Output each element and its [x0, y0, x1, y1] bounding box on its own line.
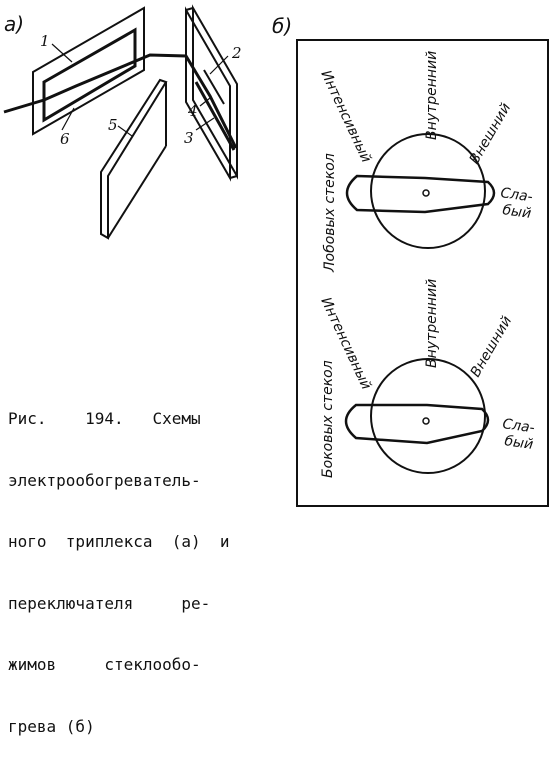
label-side-windows: Боковых стекол [320, 360, 336, 478]
glass-plate-1 [32, 6, 145, 136]
heating-wire [3, 53, 238, 149]
caption-line: ного триплекса (а) и [8, 532, 230, 551]
label-weak-bottom-1: Сла- [501, 416, 535, 436]
switch-knob [345, 174, 496, 214]
label-weak-top-2: бый [501, 202, 532, 222]
label-inner-top: Внутренний [424, 51, 440, 140]
knob-pivot [422, 417, 430, 425]
label-inner-bottom: Внутренний [424, 279, 440, 368]
callout-2: 2 [231, 44, 242, 62]
label-weak-top-1: Сла- [499, 185, 533, 205]
callout-1: 1 [40, 32, 50, 50]
caption-line: жимов стеклообо- [8, 655, 201, 674]
switch-panel-frame [296, 39, 549, 507]
switch-knob [344, 403, 490, 445]
conductor-3 [194, 81, 236, 151]
caption-line: грева (б) [8, 716, 95, 736]
glass-plate-2 [185, 4, 238, 182]
label-outer-top: Внешний [467, 101, 515, 167]
label-outer-bottom: Внешний [468, 314, 516, 380]
callout-5: 5 [108, 116, 118, 134]
switch-side-windows: Боковых стекол Интенсивный Внутренний Вн… [317, 279, 535, 478]
callout-4: 4 [187, 102, 198, 120]
switch-dial [370, 133, 486, 249]
label-intensive-top: Интенсивный [317, 68, 374, 165]
conductor-4 [203, 69, 225, 105]
caption-line: электрообогреватель- [8, 470, 201, 490]
leader-lines [51, 43, 229, 137]
switch-windshield: Лобовых стекол Интенсивный Внутренний Вн… [317, 51, 533, 273]
callout-3: 3 [184, 129, 194, 147]
figure-canvas: a) 1 2 3 4 5 6 б) [3, 4, 549, 507]
glass-plate-5 [100, 78, 168, 240]
label-windshield: Лобовых стекол [322, 153, 338, 273]
panel-b-label: б) [272, 14, 292, 38]
callout-6: 6 [60, 130, 70, 148]
panel-a-label: a) [4, 12, 24, 36]
caption-line: переключателя ре- [8, 593, 211, 613]
figure-caption: Рис. 194. Схемы электрообогреватель- ног… [8, 368, 258, 758]
knob-pivot [422, 189, 430, 197]
switch-dial [370, 358, 486, 474]
caption-line: Рис. 194. Схемы [8, 409, 201, 428]
label-weak-bottom-2: бый [503, 433, 534, 453]
